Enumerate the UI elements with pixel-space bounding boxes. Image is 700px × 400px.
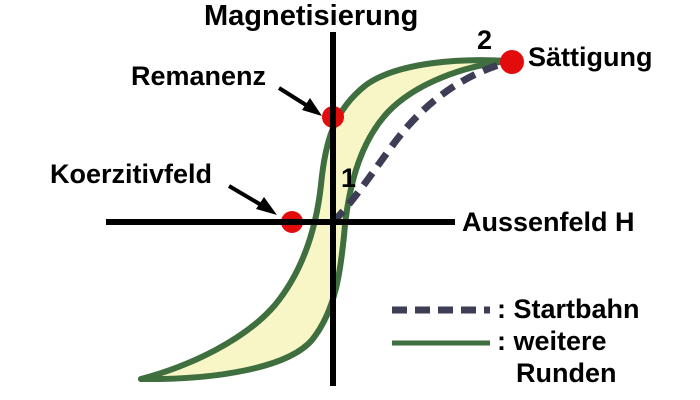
hysteresis-curve-upper bbox=[138, 58, 511, 383]
annotation-point-1: 1 bbox=[341, 163, 357, 193]
legend-label-weitere: : weitere bbox=[497, 326, 607, 356]
annotation-saettigung: Sättigung bbox=[528, 42, 653, 72]
koerzitivfeld-arrow bbox=[227, 184, 277, 215]
legend-label-runden: Runden bbox=[516, 358, 617, 388]
annotation-remanenz: Remanenz bbox=[131, 61, 267, 91]
annotation-point-2: 2 bbox=[477, 25, 493, 55]
annotation-koerzitivfeld: Koerzitivfeld bbox=[50, 159, 213, 189]
axis-label-x: Aussenfeld H bbox=[462, 207, 635, 237]
legend-label-startbahn: : Startbahn bbox=[497, 294, 640, 324]
marker-saettigung bbox=[500, 50, 524, 74]
page-title: Magnetisierung bbox=[204, 0, 419, 32]
remanenz-arrow bbox=[277, 86, 322, 116]
hysteresis-curve-lower bbox=[138, 57, 511, 382]
start-curve-dashed bbox=[330, 58, 509, 225]
